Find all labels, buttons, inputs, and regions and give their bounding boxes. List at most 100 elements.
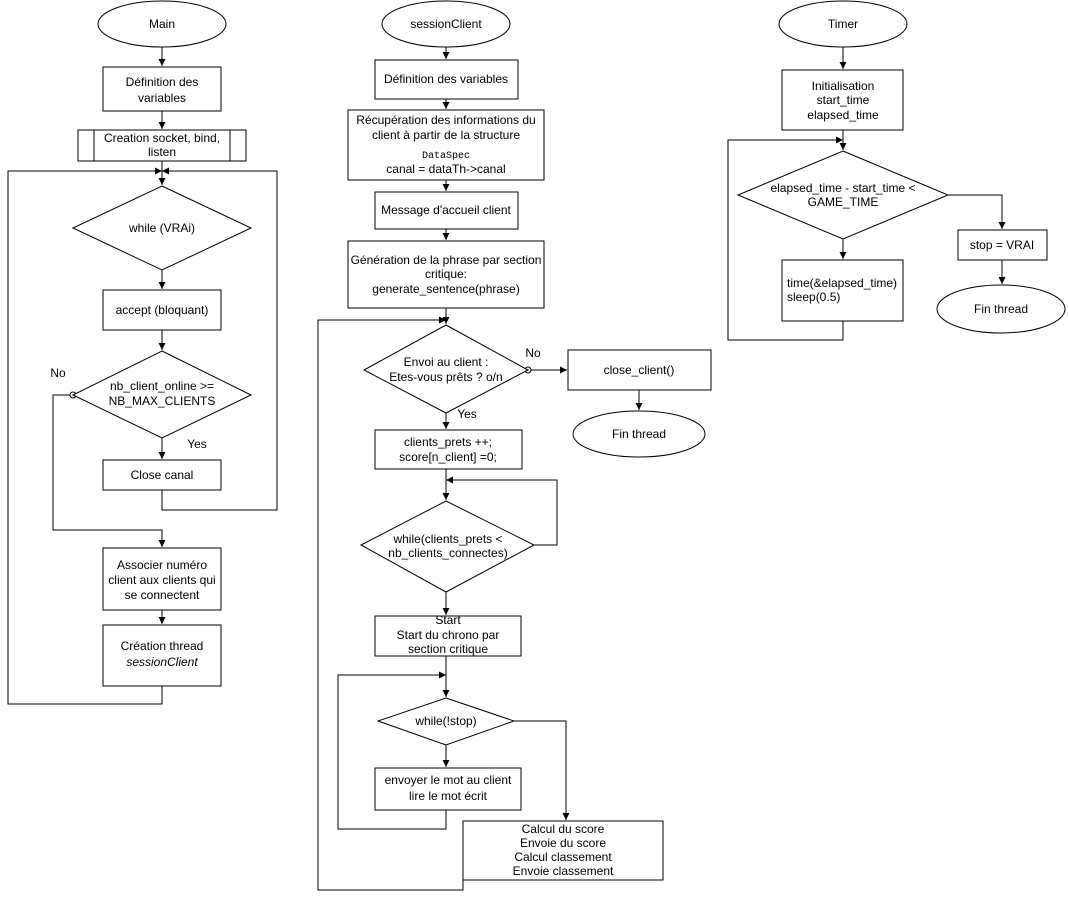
session-chrono-line: section critique: [408, 642, 488, 656]
session-start-label: sessionClient: [410, 17, 482, 31]
session-define-variables: [374, 59, 519, 100]
main-no-label: No: [50, 366, 66, 380]
main-define-variables: [102, 66, 222, 112]
main-close-canal-label: Close canal: [131, 468, 194, 482]
timer-elapsed-line: elapsed_time - start_time <: [770, 181, 915, 195]
session-send-word-line: envoyer le mot au client: [385, 773, 512, 787]
main-create-thread-line: Création thread: [121, 639, 204, 653]
subprocess-bars: [93, 130, 231, 161]
session-retrieve-line: Récupération des informations du: [356, 113, 535, 127]
session-end-thread-label: Fin thread: [612, 427, 666, 441]
main-associate-step: [102, 547, 222, 611]
timer-start-node: [778, 0, 908, 48]
game-loop-connector: [337, 671, 447, 830]
main-accept-step: [102, 289, 222, 331]
main-flow: Main Définition des variables Creation s…: [7, 0, 278, 705]
main-yes-label: Yes: [187, 437, 207, 451]
timer-init-step: [781, 69, 904, 131]
main-start-node: [97, 0, 227, 48]
main-create-thread-line: sessionClient: [126, 655, 198, 669]
main-create-thread-step: [102, 624, 222, 687]
timer-end-thread-node: [936, 284, 1066, 334]
no-connector: [52, 394, 166, 547]
main-max-clients-line: nb_client_online >=: [110, 379, 214, 393]
session-score-line: Envoie du score: [520, 836, 606, 850]
session-retrieve-line: canal = dataTh->canal: [386, 162, 505, 176]
session-send-word-line: lire le mot écrit: [409, 789, 488, 803]
session-chrono-line: Start du chrono par: [397, 628, 500, 642]
timer-init-line: Initialisation: [812, 79, 875, 93]
session-retrieve-line: client à partir de la structure: [372, 128, 520, 142]
outer-loop-connector: [317, 316, 464, 891]
timer-init-line: elapsed_time: [807, 108, 879, 122]
session-score-line: Calcul classement: [514, 850, 612, 864]
main-while-true-label: while (VRAi): [128, 221, 195, 235]
session-ready-decision: [362, 324, 530, 414]
session-welcome-step: [374, 191, 519, 230]
session-welcome-label: Message d'accueil client: [381, 203, 511, 217]
session-score-line: Envoie classement: [513, 864, 614, 878]
main-close-canal-step: [102, 459, 222, 491]
timer-start-label: Timer: [828, 17, 858, 31]
session-clients-ready-step: [374, 429, 523, 470]
main-create-socket-subprocess: [77, 129, 247, 162]
main-associate-line: Associer numéro: [117, 558, 207, 572]
session-wait-clients-line: nb_clients_connectes): [388, 546, 507, 560]
session-close-client-label: close_client(): [604, 363, 675, 377]
timer-loop-connector: [727, 136, 844, 341]
exit-loop-connector: [514, 720, 570, 820]
main-associate-line: client aux clients qui: [108, 573, 215, 587]
session-generate-line: generate_sentence(phrase): [372, 282, 519, 296]
session-generate-line: Génération de la phrase par section: [351, 253, 542, 267]
session-retrieve-line: DataSpec: [422, 151, 470, 162]
session-flow: sessionClient Définition des variables R…: [317, 0, 712, 891]
session-retrieve-info: [347, 109, 545, 181]
session-generate-line: critique:: [425, 267, 467, 281]
main-start-label: Main: [149, 17, 175, 31]
main-max-clients-decision: [71, 350, 253, 439]
main-define-variables-line: Définition des: [126, 75, 199, 89]
session-clients-ready-line: clients_prets ++;: [404, 435, 492, 449]
session-close-client-step: [567, 349, 712, 391]
main-create-socket-line: Creation socket, bind,: [104, 131, 220, 145]
session-while-stop-decision: [376, 697, 516, 746]
session-generate-phrase: [347, 240, 545, 309]
session-send-word-step: [374, 767, 522, 811]
timer-elapsed-decision: [736, 150, 950, 240]
session-clients-ready-line: score[n_client] =0;: [399, 450, 497, 464]
session-score-line: Calcul du score: [522, 822, 605, 836]
main-while-true-decision: [71, 185, 253, 271]
session-score-step: [462, 820, 664, 881]
session-wait-clients-decision: [359, 500, 536, 593]
session-start-chrono-step: [374, 615, 522, 657]
session-chrono-line: Start: [435, 613, 461, 627]
timer-exit-connector: [948, 194, 1006, 229]
main-max-clients-line: NB_MAX_CLIENTS: [109, 394, 216, 408]
session-start-node: [381, 0, 511, 48]
session-no-label: No: [525, 346, 541, 360]
session-while-stop-label: while(!stop): [414, 714, 476, 728]
timer-sleep-line: sleep(0.5): [787, 290, 840, 304]
session-define-variables-label: Définition des variables: [384, 72, 508, 86]
wait-loop-connector: [446, 476, 558, 546]
session-wait-clients-line: while(clients_prets <: [392, 532, 502, 546]
session-ready-line: Envoi au client :: [404, 355, 489, 369]
session-end-thread-node: [572, 410, 706, 458]
main-define-variables-line: variables: [138, 91, 186, 105]
timer-init-line: start_time: [817, 93, 870, 107]
main-create-socket-line: listen: [148, 145, 176, 159]
session-ready-line: Etes-vous prêts ? o/n: [389, 370, 502, 384]
timer-flow: Timer Initialisation start_time elapsed_…: [727, 0, 1066, 341]
timer-sleep-line: time(&elapsed_time): [787, 276, 897, 290]
main-accept-label: accept (bloquant): [116, 303, 209, 317]
timer-stop-label: stop = VRAI: [970, 238, 1034, 252]
timer-end-thread-label: Fin thread: [974, 302, 1028, 316]
outer-loop-connector: [7, 167, 163, 705]
session-yes-label: Yes: [457, 407, 477, 421]
loop-back-connector: [161, 167, 278, 511]
timer-sleep-step: [781, 259, 904, 322]
timer-elapsed-line: GAME_TIME: [808, 195, 879, 209]
main-associate-line: se connectent: [125, 588, 200, 602]
timer-stop-step: [957, 229, 1048, 261]
